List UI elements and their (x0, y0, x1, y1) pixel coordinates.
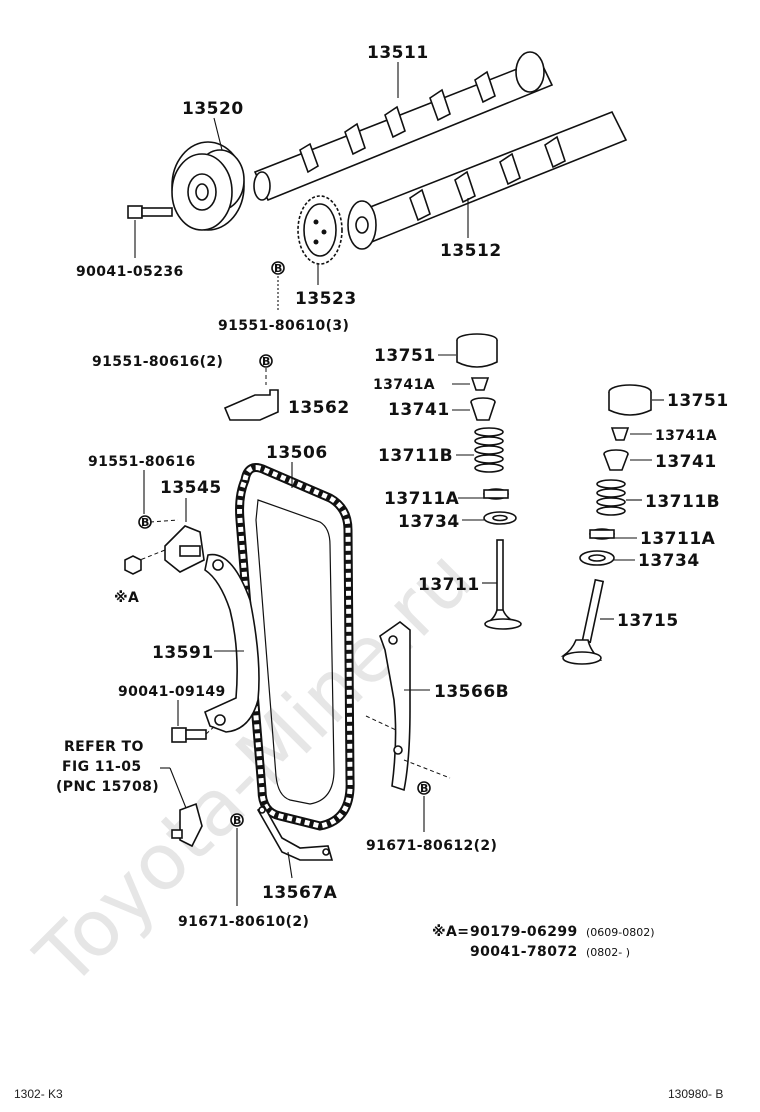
label-91671-80610: 91671-80610(2) (178, 914, 309, 930)
bolt-90041-05236[interactable] (127, 205, 173, 219)
label-13545: 13545 (160, 478, 222, 498)
label-13715: 13715 (617, 611, 679, 631)
label-13741a-left: 13741A (373, 377, 435, 393)
nut-a[interactable] (124, 555, 142, 575)
note-a-date-1: (0609-0802) (586, 926, 655, 939)
chain-tensioner-13545[interactable] (164, 525, 205, 573)
note-a-part-1: 90179-06299 (470, 924, 578, 940)
bracket-13562[interactable] (223, 389, 279, 421)
callout-b-91671-80610[interactable]: B (230, 813, 244, 827)
label-13751-left: 13751 (374, 346, 436, 366)
label-91671-80612: 91671-80612(2) (366, 838, 497, 854)
callout-b-91551-80616[interactable]: B (138, 515, 152, 529)
camshaft-13512[interactable] (347, 110, 628, 250)
refer-line-1: REFER TO (64, 739, 144, 755)
label-13711b-right: 13711B (645, 492, 720, 512)
valve-lifter-13751-left[interactable] (456, 333, 498, 368)
label-note-a: ※A (114, 590, 139, 606)
footer-left-code: 1302- K3 (14, 1087, 63, 1101)
label-13734-left: 13734 (398, 512, 460, 532)
label-13711: 13711 (418, 575, 480, 595)
svg-text:B: B (262, 355, 270, 368)
spring-retainer-13741-left[interactable] (470, 397, 496, 421)
label-13520: 13520 (182, 99, 244, 119)
camshaft-sprocket-13523[interactable] (297, 195, 343, 265)
label-13512: 13512 (440, 241, 502, 261)
note-a-date-2: (0802- ) (586, 946, 630, 959)
label-13741-right: 13741 (655, 452, 717, 472)
label-13567a: 13567A (262, 883, 338, 903)
footer-right-code: 130980- B (668, 1087, 723, 1101)
camshaft-13511[interactable] (253, 51, 554, 202)
svg-text:B: B (233, 814, 241, 827)
bolt-90041-09149[interactable] (171, 727, 207, 743)
valve-seal-13711a-right[interactable] (589, 528, 615, 540)
label-13741-left: 13741 (388, 400, 450, 420)
valve-spring-13711b-left[interactable] (474, 427, 504, 473)
valve-spring-13711b-right[interactable] (596, 479, 626, 516)
refer-line-2: FIG 11-05 (62, 759, 142, 775)
label-91551-80616: 91551-80616 (88, 454, 196, 470)
vvt-gear-13520[interactable] (171, 141, 245, 231)
chain-guide-13591[interactable] (203, 553, 260, 733)
retainer-lock-13741a-left[interactable] (470, 377, 490, 391)
label-13591: 13591 (152, 643, 214, 663)
note-a-part-2: 90041-78072 (470, 944, 578, 960)
svg-text:B: B (274, 262, 282, 275)
callout-b-91671-80612[interactable]: B (417, 781, 431, 795)
sensor-pnc-15708[interactable] (171, 802, 203, 848)
valve-lifter-13751-right[interactable] (608, 384, 652, 416)
valve-seal-13711a-left[interactable] (483, 488, 509, 500)
label-13734-right: 13734 (638, 551, 700, 571)
label-91551-80616-2: 91551-80616(2) (92, 354, 223, 370)
exhaust-valve-13715[interactable] (560, 578, 605, 665)
svg-text:B: B (141, 516, 149, 529)
refer-line-3: (PNC 15708) (56, 779, 159, 795)
label-90041-09149: 90041-09149 (118, 684, 226, 700)
label-13566b: 13566B (434, 682, 509, 702)
label-13511: 13511 (367, 43, 429, 63)
label-13711b-left: 13711B (378, 446, 453, 466)
chain-guide-13566b[interactable] (379, 621, 411, 792)
retainer-lock-13741a-right[interactable] (610, 427, 630, 441)
callout-b-91551-80610[interactable]: B (271, 261, 285, 275)
label-90041-05236: 90041-05236 (76, 264, 184, 280)
svg-text:B: B (420, 782, 428, 795)
label-13751-right: 13751 (667, 391, 729, 411)
note-a-prefix: ※A= (432, 924, 469, 940)
timing-chain-13506[interactable] (235, 463, 355, 831)
intake-valve-13711[interactable] (484, 539, 522, 630)
label-13711a-left: 13711A (384, 489, 460, 509)
label-13506: 13506 (266, 443, 328, 463)
callout-b-91551-80616-2[interactable]: B (259, 354, 273, 368)
spring-seat-13734-right[interactable] (579, 550, 615, 566)
label-13562: 13562 (288, 398, 350, 418)
label-13523: 13523 (295, 289, 357, 309)
label-91551-80610: 91551-80610(3) (218, 318, 349, 334)
label-13741a-right: 13741A (655, 428, 717, 444)
chain-damper-13567a[interactable] (256, 804, 334, 861)
spring-retainer-13741-right[interactable] (603, 449, 629, 471)
spring-seat-13734-left[interactable] (483, 511, 517, 525)
label-13711a-right: 13711A (640, 529, 716, 549)
